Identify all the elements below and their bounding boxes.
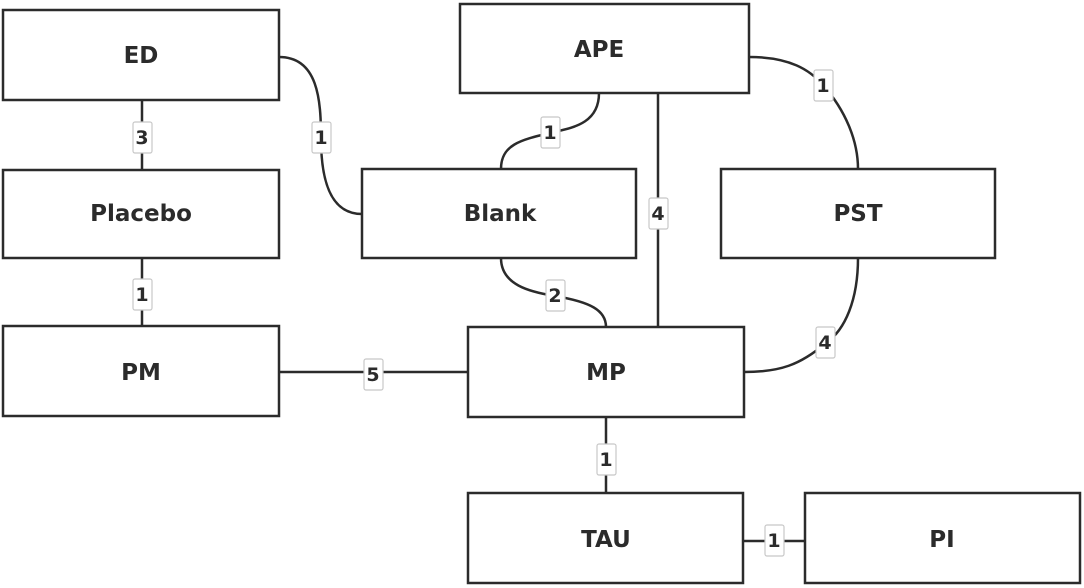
svg-text:4: 4 xyxy=(818,332,831,354)
svg-text:1: 1 xyxy=(135,284,148,306)
edges xyxy=(140,55,860,543)
svg-text:1: 1 xyxy=(543,122,556,144)
svg-text:1: 1 xyxy=(816,75,829,97)
node-label: Placebo xyxy=(90,201,192,227)
edge-ape-pst xyxy=(748,55,860,170)
edge-label-ape-blank: 1 xyxy=(540,116,561,149)
node-label: PM xyxy=(121,360,161,386)
edge-label-blank-mp: 2 xyxy=(545,279,566,312)
node-label: ED xyxy=(124,43,159,69)
svg-text:3: 3 xyxy=(135,127,148,149)
node-mp[interactable]: MP xyxy=(466,325,746,419)
edge-label-ed-blank: 1 xyxy=(311,121,332,154)
node-label: APE xyxy=(574,37,624,63)
node-label: PST xyxy=(833,201,882,227)
node-label: PI xyxy=(929,527,954,553)
node-placebo[interactable]: Placebo xyxy=(1,168,281,260)
node-ed[interactable]: ED xyxy=(1,8,281,102)
svg-text:4: 4 xyxy=(651,203,664,225)
node-blank[interactable]: Blank xyxy=(360,167,638,260)
edge-label-pst-mp: 4 xyxy=(815,326,836,359)
node-pi[interactable]: PI xyxy=(803,491,1082,585)
node-label: TAU xyxy=(581,527,631,553)
edge-label-mp-tau: 1 xyxy=(596,443,617,476)
edge-label-placebo-pm: 1 xyxy=(132,278,153,311)
edge-label-ape-pst: 1 xyxy=(813,69,834,102)
svg-text:1: 1 xyxy=(314,127,327,149)
svg-text:1: 1 xyxy=(599,449,612,471)
svg-text:1: 1 xyxy=(767,530,780,552)
node-pm[interactable]: PM xyxy=(1,324,281,418)
edge-label-pm-mp: 5 xyxy=(363,358,384,391)
edge-label-ed-placebo: 3 xyxy=(132,121,153,154)
svg-text:2: 2 xyxy=(548,285,561,307)
edge-label-ape-mp: 4 xyxy=(648,197,669,230)
node-ape[interactable]: APE xyxy=(458,2,751,95)
node-label: MP xyxy=(586,360,626,386)
node-pst[interactable]: PST xyxy=(719,167,997,260)
svg-text:5: 5 xyxy=(366,364,379,386)
edge-pst-mp xyxy=(743,257,860,374)
node-label: Blank xyxy=(464,201,537,227)
edge-label-tau-pi: 1 xyxy=(764,524,785,557)
node-tau[interactable]: TAU xyxy=(466,491,745,585)
